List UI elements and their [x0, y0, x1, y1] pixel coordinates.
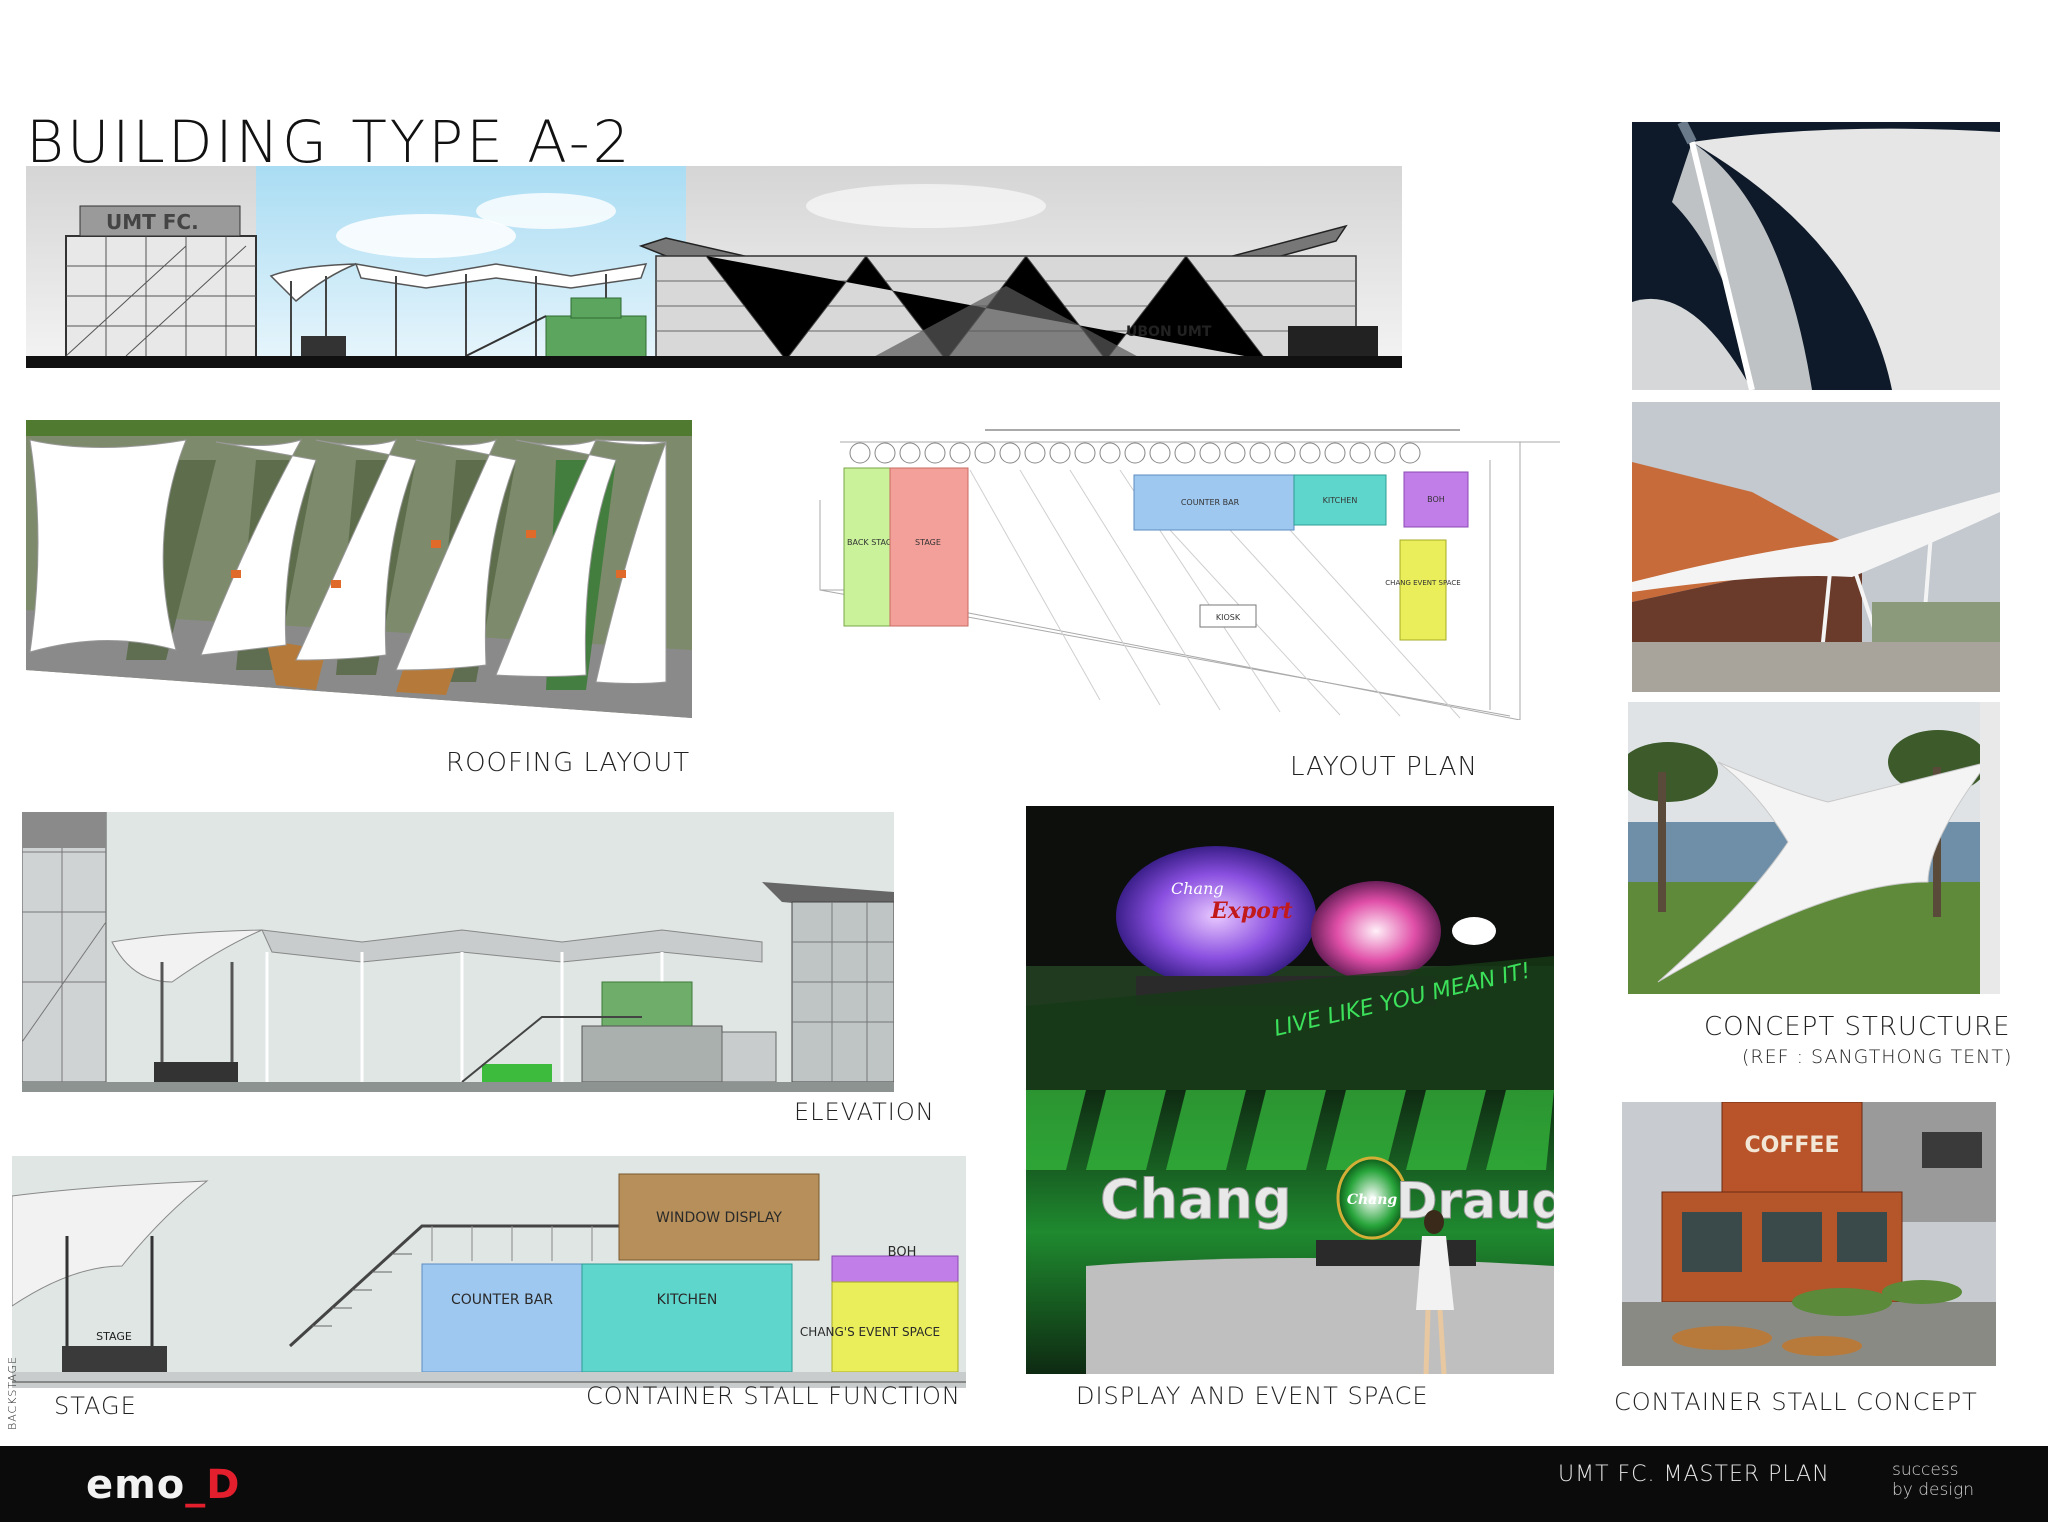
- photo-chang-draught-right: Draught: [1396, 1172, 1554, 1230]
- hero-elevation-render: UMT FC. UBON UMT: [26, 166, 1402, 368]
- photo-chang-badge: Chang: [1347, 1192, 1398, 1208]
- plan-kitchen-label: KITCHEN: [1323, 496, 1358, 505]
- stall-kitchen-label: KITCHEN: [657, 1292, 718, 1308]
- container-stall-concept-photo: COFFEE: [1622, 1102, 1996, 1366]
- concept-photo-2: [1632, 402, 2000, 692]
- caption-backstage: BACKSTAGE: [6, 1355, 19, 1430]
- caption-concept-structure: CONCEPT STRUCTURE: [1704, 1012, 2011, 1042]
- brand-logo: emo_D: [86, 1462, 241, 1508]
- concept-photo-3: [1628, 702, 2000, 994]
- photo-coffee-sign: COFFEE: [1745, 1133, 1840, 1158]
- footer-slogan-line2: by design: [1892, 1480, 1975, 1500]
- footer-project-title: UMT FC. MASTER PLAN: [1558, 1462, 1830, 1487]
- footer-bar: [0, 1446, 2048, 1522]
- plan-back-stage-label: BACK STAGE: [847, 538, 897, 547]
- footer-slogan: success by design: [1892, 1460, 2002, 1500]
- stall-window-display-label: WINDOW DISPLAY: [656, 1210, 782, 1226]
- layout-plan-drawing: BACK STAGE STAGE COUNTER BAR KITCHEN BOH…: [780, 420, 1560, 720]
- plan-boh-label: BOH: [1427, 495, 1445, 504]
- elevation-render: [22, 812, 894, 1092]
- photo-chang-text: Chang: [1171, 879, 1224, 898]
- plan-kiosk-label: KIOSK: [1216, 613, 1241, 622]
- plan-event-space-label: CHANG EVENT SPACE: [1385, 579, 1460, 587]
- caption-roofing-layout: ROOFING LAYOUT: [446, 748, 691, 778]
- caption-display-and-event-space: DISPLAY AND EVENT SPACE: [1076, 1382, 1429, 1410]
- stall-stage-label: STAGE: [96, 1330, 132, 1343]
- caption-container-stall-concept: CONTAINER STALL CONCEPT: [1614, 1388, 1978, 1416]
- caption-container-stall-function: CONTAINER STALL FUNCTION: [586, 1382, 961, 1410]
- roofing-layout-render: [26, 420, 692, 720]
- brand-logo-main: emo: [86, 1462, 186, 1508]
- display-event-photo-bottom: Chang Chang Draught: [1026, 1090, 1554, 1374]
- footer-slogan-line1: success: [1892, 1460, 1959, 1480]
- caption-concept-structure-ref: (REF : SANGTHONG TENT): [1742, 1046, 2013, 1068]
- photo-export-text: Export: [1210, 898, 1293, 924]
- concept-photo-1: [1632, 122, 2000, 390]
- plan-counter-bar-label: COUNTER BAR: [1181, 498, 1240, 507]
- stall-boh-label: BOH: [888, 1245, 917, 1260]
- stall-counter-bar-label: COUNTER BAR: [451, 1292, 553, 1308]
- plan-stage-label: STAGE: [915, 538, 941, 547]
- caption-stage: STAGE: [54, 1392, 137, 1420]
- caption-elevation: ELEVATION: [794, 1098, 935, 1126]
- hero-sign-right: UBON UMT: [1126, 324, 1212, 340]
- hero-sign: UMT FC.: [106, 210, 199, 234]
- photo-chang-draught-left: Chang: [1100, 1168, 1292, 1231]
- stall-event-space-label: CHANG'S EVENT SPACE: [800, 1325, 940, 1339]
- container-stall-function-render: STAGE WINDOW DISPLAY COUNTER BAR KITCHEN…: [12, 1156, 966, 1388]
- page-title: BUILDING TYPE A-2: [26, 108, 633, 176]
- caption-layout-plan: LAYOUT PLAN: [1290, 752, 1478, 782]
- brand-logo-accent: _D: [185, 1462, 241, 1508]
- display-event-photo-top: Chang Export LIVE LIKE YOU MEAN IT!: [1026, 806, 1554, 1090]
